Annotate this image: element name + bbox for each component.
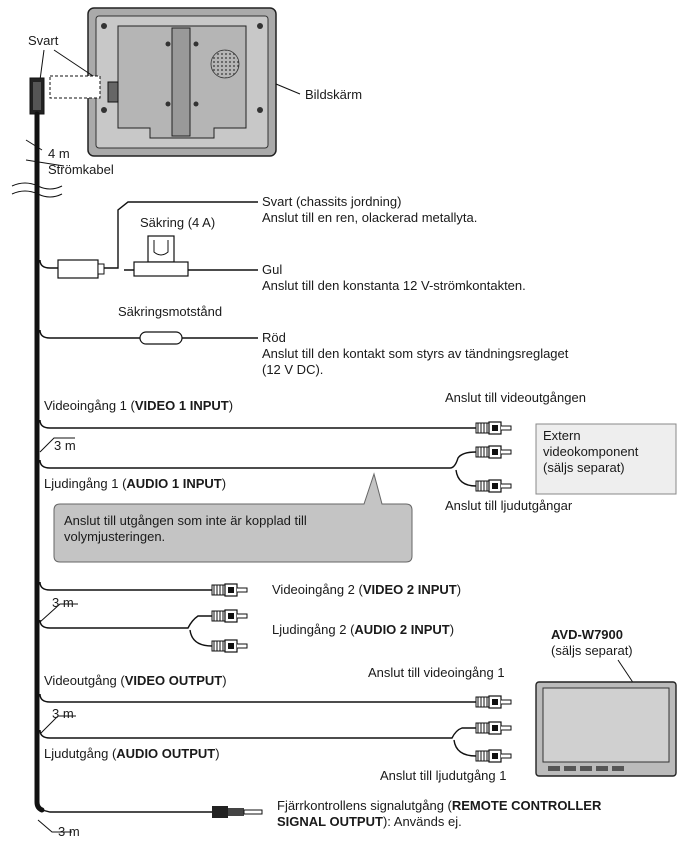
connector-dashed-box <box>49 75 101 99</box>
gul-desc: Anslut till den konstanta 12 V-strömkont… <box>262 278 526 293</box>
audio2-label: Ljudingång 2 (AUDIO 2 INPUT) <box>272 622 454 637</box>
fuse-4a <box>133 235 189 277</box>
audioout-label: Ljudutgång (AUDIO OUTPUT) <box>44 746 220 761</box>
video2-rca-plug <box>211 583 248 597</box>
audio1-wire <box>39 451 477 469</box>
callout-line2: volymjusteringen. <box>64 529 165 544</box>
break-mark-2 <box>11 190 63 198</box>
svart-ground-desc: Anslut till en ren, olackerad metallyta. <box>262 210 477 225</box>
remote-label-line2: SIGNAL OUTPUT): Används ej. <box>277 814 462 829</box>
inline-fuse-holder <box>57 259 99 279</box>
audioout-wire <box>39 727 476 739</box>
anslut-videoingang1: Anslut till videoingång 1 <box>368 665 505 680</box>
videoout-wire <box>39 693 476 703</box>
length-3m-4: 3 m <box>58 824 80 839</box>
gul-label: Gul <box>262 262 282 277</box>
video2-wire <box>39 581 212 591</box>
audio1-rca-plug-l <box>475 445 512 459</box>
length-3m-2: 3 m <box>52 595 74 610</box>
anslut-ljudutgangar: Anslut till ljudutgångar <box>445 498 573 513</box>
bildskarm-leader <box>275 83 301 95</box>
anslut-videoutgangen: Anslut till videoutgången <box>445 390 586 405</box>
avd-sold-label: (säljs separat) <box>551 643 633 658</box>
callout-line1: Anslut till utgången som inte är kopplad… <box>64 513 307 528</box>
note-callout <box>53 472 413 563</box>
remote-wire <box>41 809 212 813</box>
audioout-rca-plug-r <box>475 749 512 763</box>
video2-label: Videoingång 2 (VIDEO 2 INPUT) <box>272 582 461 597</box>
stromkabel-label: Strömkabel <box>48 162 114 177</box>
length-4m: 4 m <box>48 146 70 161</box>
audio1-label: Ljudingång 1 (AUDIO 1 INPUT) <box>44 476 226 491</box>
audioout-rca-plug-l <box>475 721 512 735</box>
length-3m-3: 3 m <box>52 706 74 721</box>
svart-top-label: Svart <box>28 33 59 48</box>
harness-trunk <box>34 111 45 813</box>
rod-desc-1: Anslut till den kontakt som styrs av tän… <box>262 346 569 361</box>
video1-label: Videoingång 1 (VIDEO 1 INPUT) <box>44 398 233 413</box>
videoout-rca-plug <box>475 695 512 709</box>
svart-leader <box>39 49 97 81</box>
external-video-component-box <box>535 423 677 495</box>
break-mark-1 <box>11 182 63 190</box>
sakring-label: Säkring (4 A) <box>140 215 215 230</box>
audio1-rca-plug-r <box>475 479 512 493</box>
extern-line1: Extern <box>543 428 581 443</box>
remote-plug <box>212 806 263 818</box>
audio2-wire <box>39 615 212 629</box>
videoout-label: Videoutgång (VIDEO OUTPUT) <box>44 673 227 688</box>
video1-wire <box>39 419 476 429</box>
ground-wire <box>104 201 258 269</box>
extern-line2: videokomponent <box>543 444 639 459</box>
length-3m-1: 3 m <box>54 438 76 453</box>
video1-rca-plug <box>475 421 512 435</box>
svart-ground-label: Svart (chassits jordning) <box>262 194 401 209</box>
rod-label: Röd <box>262 330 286 345</box>
main-connector <box>29 77 45 115</box>
sakringsmotstand-label: Säkringsmotstånd <box>118 304 222 319</box>
remote-label-line1: Fjärrkontrollens signalutgång (REMOTE CO… <box>277 798 602 813</box>
audio2-rca-plug-l <box>211 609 248 623</box>
bildskarm-label: Bildskärm <box>305 87 362 102</box>
fuse-resistor <box>139 331 183 345</box>
monitor-rear-unit <box>87 7 277 157</box>
audio2-rca-plug-r <box>211 639 248 653</box>
rod-desc-2: (12 V DC). <box>262 362 323 377</box>
avd-w7900-monitor <box>535 681 677 777</box>
extern-line3: (säljs separat) <box>543 460 625 475</box>
avd-model-label: AVD-W7900 <box>551 627 623 642</box>
anslut-ljudutgang1: Anslut till ljudutgång 1 <box>380 768 506 783</box>
